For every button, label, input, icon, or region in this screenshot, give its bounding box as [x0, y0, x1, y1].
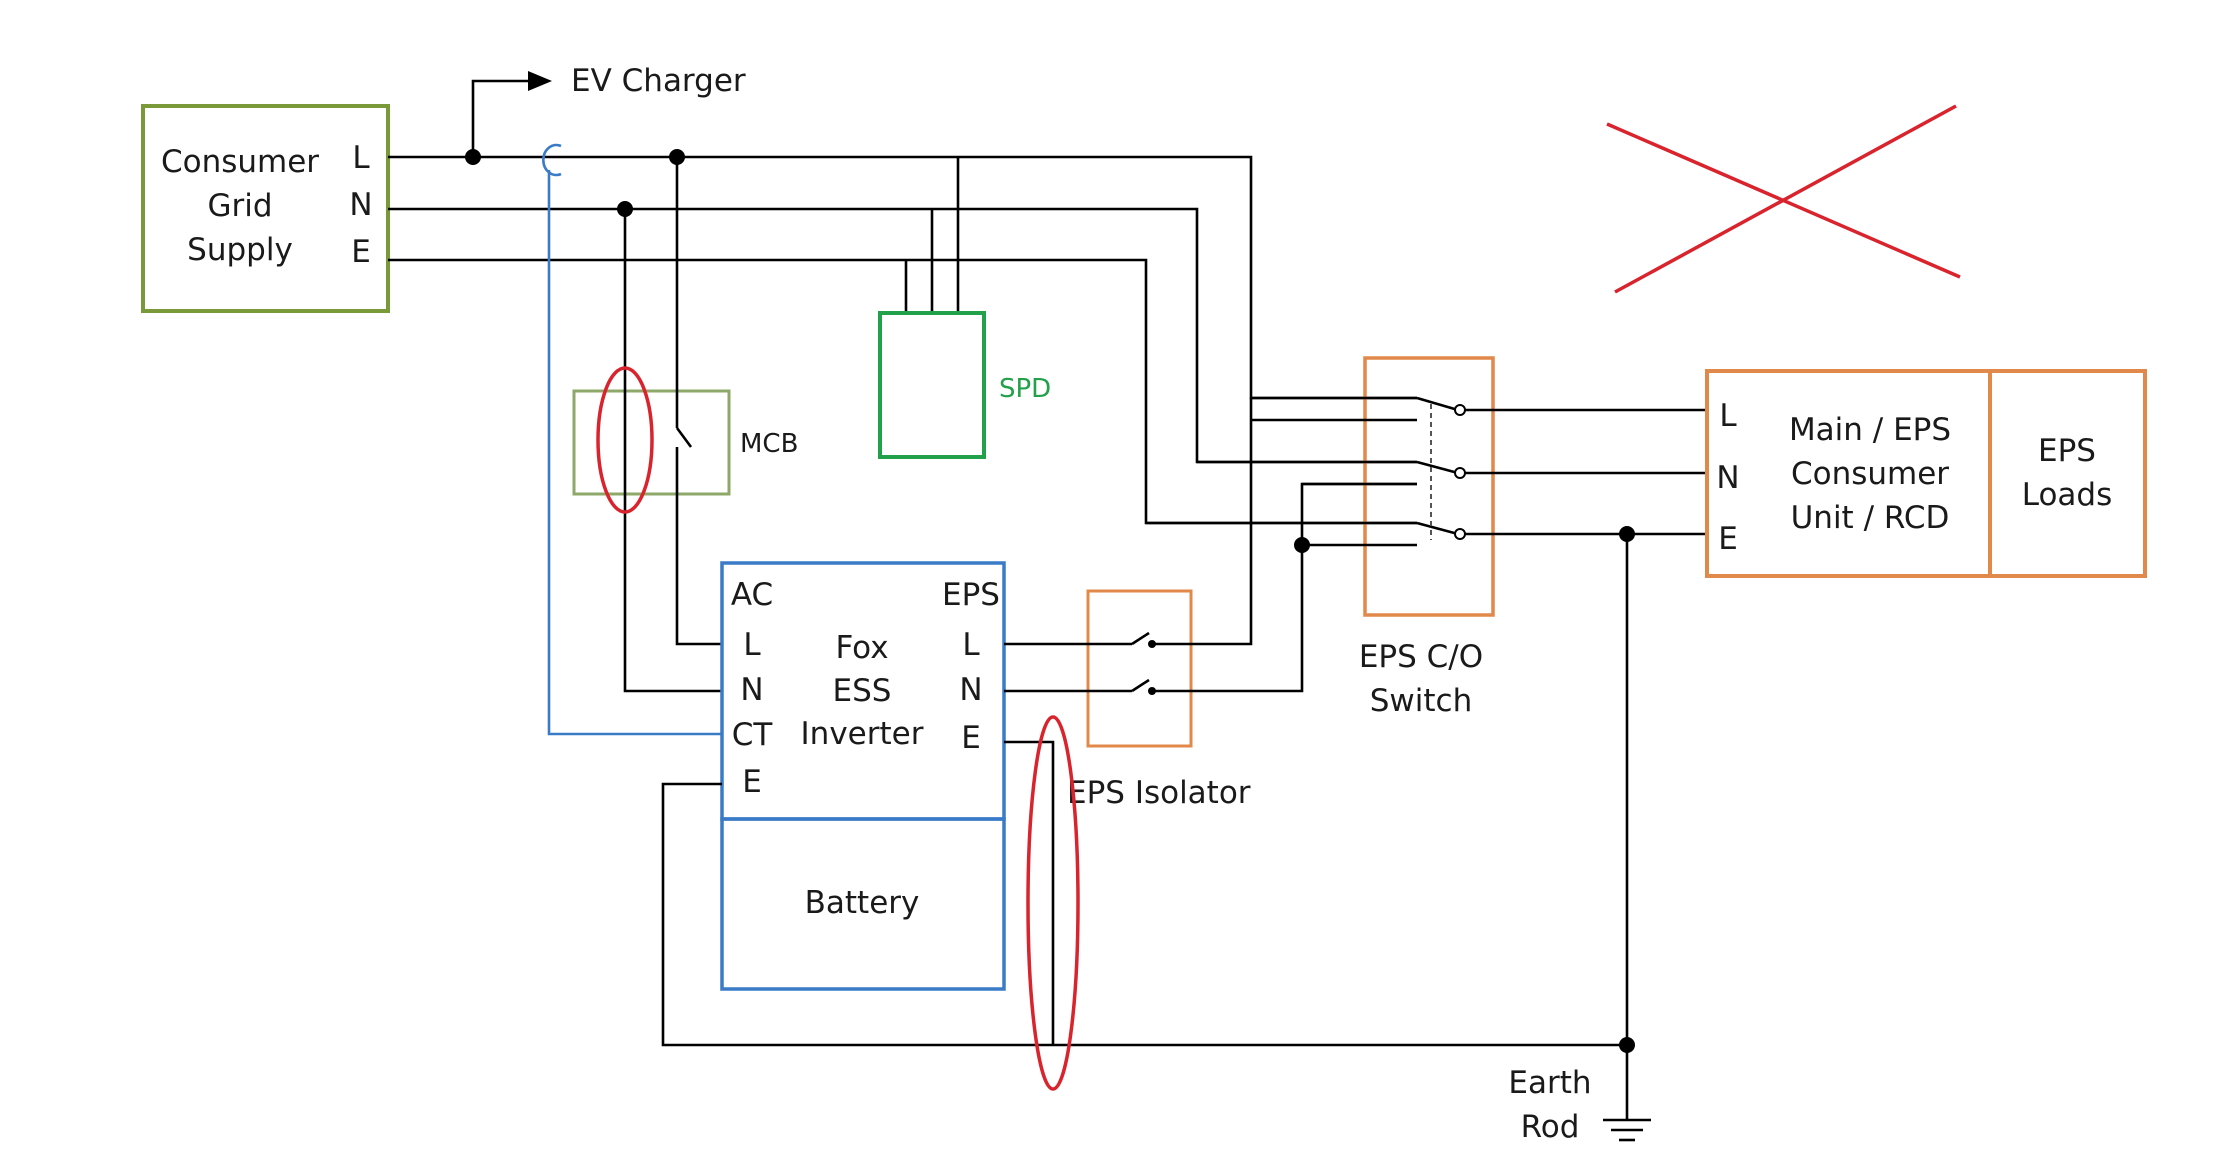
grid-supply-title-2: Grid: [207, 188, 272, 224]
eps-co-switch-box: [1363, 356, 1495, 617]
grid-supply-title-3: Supply: [187, 232, 293, 268]
eps-isolator-label: EPS Isolator: [1067, 775, 1251, 811]
earth-rod-label-2: Rod: [1521, 1109, 1580, 1145]
neutral-wire-main: [388, 207, 1417, 464]
ev-charger-label: EV Charger: [571, 63, 746, 99]
co-l-terminal: [1454, 404, 1466, 416]
grid-terminal-e: E: [351, 234, 371, 270]
red-cross-mark: [1606, 104, 1961, 294]
spd-box: [878, 311, 986, 459]
mcb-live-wire-bottom: [675, 447, 722, 646]
switch-contact-icon: [1131, 678, 1150, 693]
inverter-title-1: Fox: [835, 630, 888, 666]
cu-terminal-e: E: [1718, 521, 1738, 557]
eps-loads-title-2: Loads: [2022, 477, 2113, 513]
inverter-title-2: ESS: [833, 673, 892, 709]
eps-loads-box: [1988, 369, 2147, 578]
consumer-unit-title-3: Unit / RCD: [1791, 500, 1950, 536]
battery-label: Battery: [805, 885, 920, 921]
eps-earth-wire: [1004, 740, 1055, 1045]
grid-terminal-n: N: [349, 187, 372, 223]
eps-co-switch-label-2: Switch: [1370, 683, 1473, 719]
co-n-terminal: [1454, 467, 1466, 479]
live-wire-main: [388, 155, 1417, 400]
earth-symbol-icon: [1603, 1118, 1651, 1142]
inverter-neutral-wire: [623, 209, 722, 693]
inverter-earth-wire: [661, 782, 1627, 1047]
inverter-eps-label: EPS: [942, 577, 1000, 613]
grid-supply-title-1: Consumer: [161, 144, 319, 180]
ev-charger-wire: [471, 79, 530, 157]
junction-dot: [1294, 537, 1310, 553]
inverter-title-3: Inverter: [801, 716, 924, 752]
battery-box: [720, 817, 1006, 991]
inverter-ac-n: N: [740, 672, 763, 708]
grid-terminal-l: L: [352, 140, 370, 176]
consumer-unit-title-1: Main / EPS: [1789, 412, 1951, 448]
spd-label: SPD: [999, 374, 1051, 404]
red-highlight-ellipse: [1026, 715, 1080, 1091]
switch-contact-icon: [1131, 631, 1150, 646]
eps-isolator-box: [1086, 589, 1193, 748]
inverter-ac-e: E: [742, 764, 762, 800]
switch-contact-icon: [1416, 460, 1459, 475]
inverter-eps-n: N: [959, 672, 982, 708]
inverter-ct: CT: [732, 717, 774, 753]
inverter-eps-e: E: [961, 720, 981, 756]
cu-terminal-l: L: [1719, 398, 1737, 434]
junction-dot: [465, 149, 481, 165]
arrow-right-icon: [528, 71, 552, 91]
eps-live-wire-b: [1152, 398, 1253, 646]
ct-clamp: [542, 143, 562, 177]
inverter-ac-label: AC: [731, 577, 773, 613]
eps-loads-title-1: EPS: [2038, 433, 2096, 469]
eps-co-switch-label-1: EPS C/O: [1359, 639, 1483, 675]
cu-terminal-n: N: [1716, 460, 1739, 496]
red-highlight-ellipse: [596, 366, 654, 514]
mcb-label: MCB: [740, 429, 798, 459]
consumer-unit-title-2: Consumer: [1791, 456, 1949, 492]
ct-wire: [547, 170, 722, 736]
earth-wire-main: [388, 258, 1417, 525]
mcb-box: [572, 389, 731, 496]
inverter-eps-l: L: [962, 627, 980, 663]
inverter-ac-l: L: [743, 627, 761, 663]
switch-contact-icon: [1416, 521, 1459, 536]
earth-rod-label-1: Earth: [1508, 1065, 1591, 1101]
switch-contact-icon: [675, 427, 693, 448]
junction-dot: [1619, 1037, 1635, 1053]
switch-contact-icon: [1416, 396, 1459, 412]
co-e-terminal: [1454, 528, 1466, 540]
